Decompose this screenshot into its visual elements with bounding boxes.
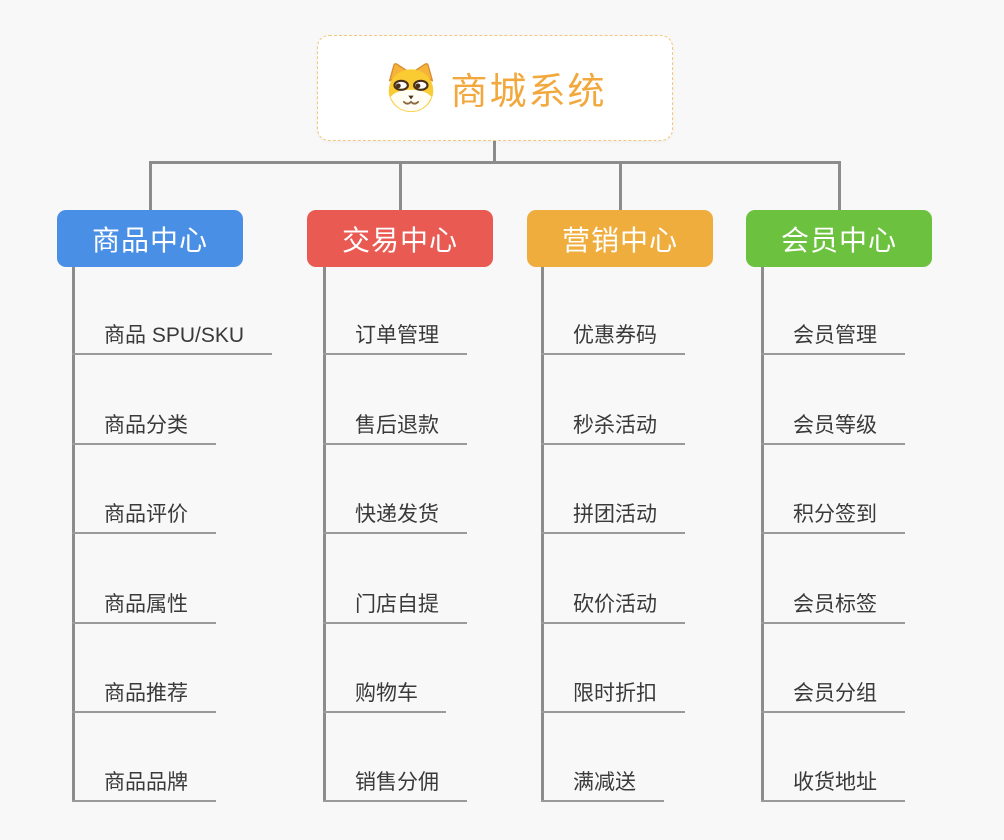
leaf-node[interactable]: 秒杀活动 (541, 415, 685, 445)
spine-trade-center (323, 267, 326, 802)
leaf-node[interactable]: 拼团活动 (541, 504, 685, 534)
root-node[interactable]: 商城系统 (317, 35, 673, 141)
leaf-node[interactable]: 商品推荐 (72, 683, 216, 713)
leaf-node[interactable]: 销售分佣 (323, 772, 467, 802)
connector-drop-1 (149, 161, 152, 210)
leaf-node[interactable]: 优惠券码 (541, 325, 685, 355)
leaf-node[interactable]: 会员分组 (761, 683, 905, 713)
leaf-node[interactable]: 商品 SPU/SKU (72, 325, 273, 355)
branch-node-trade-center[interactable]: 交易中心 (307, 210, 493, 267)
leaf-node[interactable]: 门店自提 (323, 594, 467, 624)
connector-drop-2 (399, 161, 402, 210)
connector-root-stub (493, 141, 496, 164)
spine-member-center (761, 267, 764, 802)
spine-marketing-center (541, 267, 544, 802)
leaf-node[interactable]: 商品分类 (72, 415, 216, 445)
branch-node-marketing-center[interactable]: 营销中心 (527, 210, 713, 267)
branch-node-product-center[interactable]: 商品中心 (57, 210, 243, 267)
branch-node-member-center[interactable]: 会员中心 (746, 210, 932, 267)
connector-bus (149, 161, 841, 164)
leaf-node[interactable]: 快递发货 (323, 504, 467, 534)
leaf-node[interactable]: 购物车 (323, 683, 446, 713)
connector-drop-4 (838, 161, 841, 210)
leaf-node[interactable]: 限时折扣 (541, 683, 685, 713)
leaf-node[interactable]: 会员管理 (761, 325, 905, 355)
leaf-node[interactable]: 商品品牌 (72, 772, 216, 802)
leaf-node[interactable]: 商品属性 (72, 594, 216, 624)
leaf-node[interactable]: 售后退款 (323, 415, 467, 445)
leaf-node[interactable]: 商品评价 (72, 504, 216, 534)
leaf-node[interactable]: 订单管理 (323, 325, 467, 355)
leaf-node[interactable]: 会员标签 (761, 594, 905, 624)
spine-product-center (72, 267, 75, 802)
leaf-node[interactable]: 砍价活动 (541, 594, 685, 624)
root-title: 商城系统 (450, 71, 607, 112)
connector-drop-3 (619, 161, 622, 210)
leaf-node[interactable]: 满减送 (541, 772, 664, 802)
dog-icon (384, 63, 438, 113)
leaf-node[interactable]: 积分签到 (761, 504, 905, 534)
leaf-node[interactable]: 会员等级 (761, 415, 905, 445)
leaf-node[interactable]: 收货地址 (761, 772, 905, 802)
